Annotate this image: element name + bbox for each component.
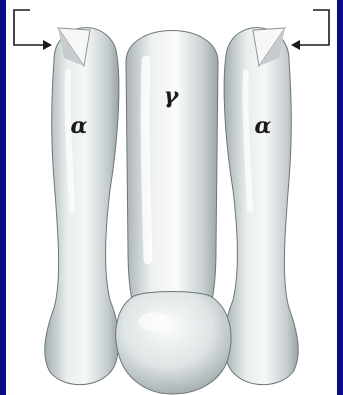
alpha-subunit-right	[224, 28, 298, 385]
receptor-diagram: α γ α	[6, 0, 337, 395]
alpha-subunit-left	[45, 28, 119, 385]
bracket-arrow-left-icon	[291, 10, 329, 50]
alpha-right-label: α	[255, 113, 272, 139]
bracket-arrow-right-icon	[14, 10, 52, 50]
gamma-label: γ	[164, 83, 180, 109]
alpha-left-label: α	[71, 113, 88, 139]
diagram-frame: α γ α	[6, 0, 337, 395]
